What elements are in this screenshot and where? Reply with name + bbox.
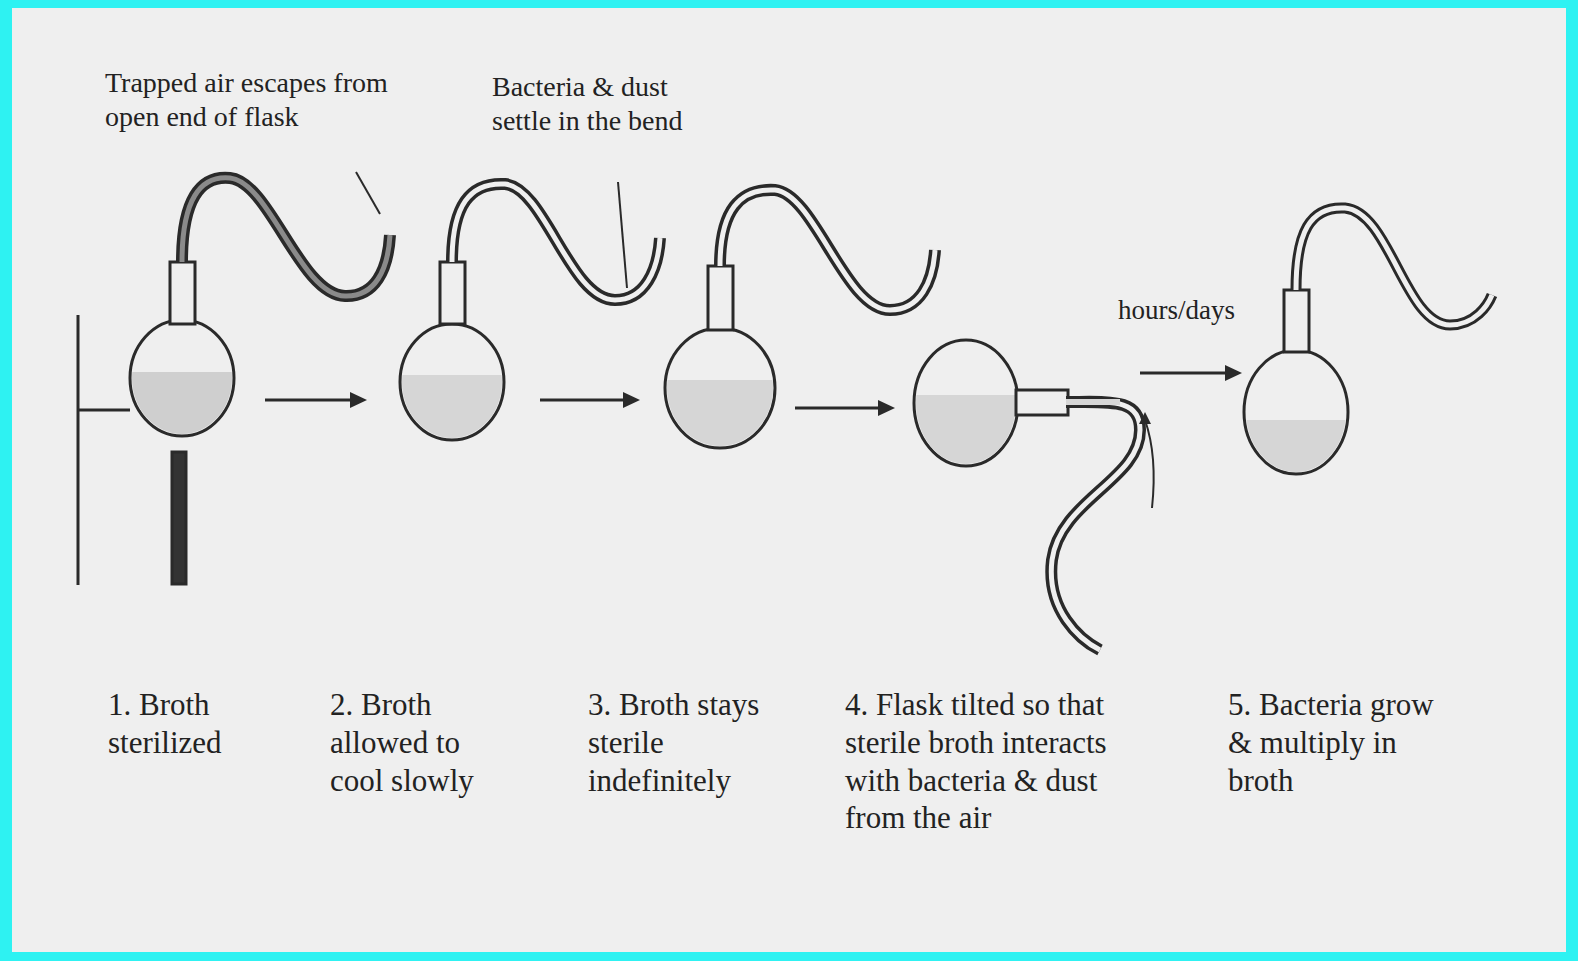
step-caption: 4. Flask tilted so that sterile broth in… bbox=[845, 686, 1163, 837]
step-caption: 2. Broth allowed to cool slowly bbox=[330, 686, 520, 799]
annotation: Trapped air escapes from open end of fla… bbox=[105, 66, 405, 134]
annotation: Bacteria & dust settle in the bend bbox=[492, 70, 732, 138]
step-caption: 1. Broth sterilized bbox=[108, 686, 258, 762]
step-caption: 3. Broth stays sterile indefinitely bbox=[588, 686, 813, 799]
arrow-label: hours/days bbox=[1118, 294, 1258, 327]
step-caption: 5. Bacteria grow & multiply in broth bbox=[1228, 686, 1463, 799]
background-panel bbox=[12, 8, 1566, 952]
